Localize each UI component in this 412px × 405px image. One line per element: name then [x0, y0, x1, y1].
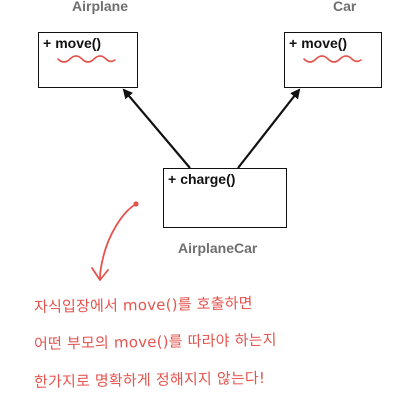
- airplanecar-class-title: AirplaneCar: [178, 240, 258, 256]
- car-method-underline: [303, 55, 362, 63]
- annotation-arrow: [91, 203, 137, 281]
- car-class-title: Car: [333, 0, 357, 14]
- annotation-arrow-curve: [99, 203, 137, 279]
- airplane-method: +move(): [43, 35, 101, 51]
- airplane-method-underline: [57, 55, 116, 63]
- airplane-method-name: move(): [55, 35, 102, 51]
- airplanecar-class-box: +charge(): [163, 168, 287, 228]
- annotation-arrow-start-dot: [133, 201, 139, 207]
- annotation-line-3: 한가지로 명확하게 정해지지 않는다!: [33, 368, 266, 391]
- airplane-class-box: +move(): [38, 32, 138, 88]
- car-class-box: +move(): [284, 32, 382, 88]
- airplanecar-method-visibility: +: [168, 171, 177, 187]
- airplane-method-visibility: +: [43, 35, 52, 51]
- annotation-line-1: 자식입장에서 move()를 호출하면: [33, 294, 253, 316]
- airplanecar-method: +charge(): [168, 171, 235, 187]
- car-method: +move(): [289, 35, 347, 51]
- car-method-name: move(): [301, 35, 348, 51]
- airplane-class-title: Airplane: [72, 0, 129, 14]
- car-method-visibility: +: [289, 35, 298, 51]
- inheritance-arrow-to-car: [237, 88, 301, 169]
- annotation-arrow-head: [91, 267, 109, 281]
- airplanecar-method-name: charge(): [180, 171, 236, 187]
- inheritance-arrow-to-airplane: [122, 88, 191, 169]
- annotation-line-2: 어떤 부모의 move()를 따라야 하는지: [33, 330, 277, 353]
